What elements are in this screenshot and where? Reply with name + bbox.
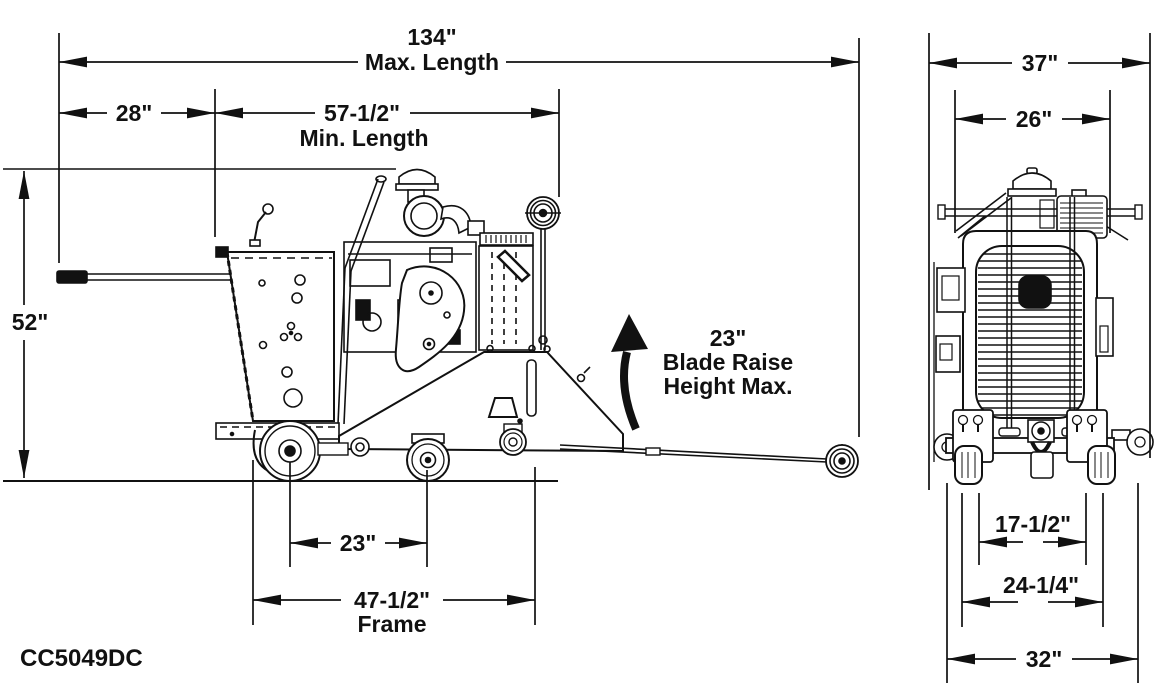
- dim-overall-width-value: 37": [1022, 50, 1059, 76]
- dim-frame-length: 47-1/2" Frame: [253, 587, 535, 637]
- raised-guide-wheel: [525, 196, 561, 350]
- side-view-drawing: [3, 168, 859, 482]
- right-bracket: [1095, 297, 1154, 456]
- dim-outer-wheel-track: 24-1/4": [962, 572, 1103, 608]
- dimension-lines: 134" Max. Length 28" 57-1/2" Min. Length…: [8, 24, 1151, 683]
- rear-wheel: [252, 420, 321, 482]
- blade-raise-arrow-icon: [611, 314, 648, 431]
- front-pointer-rod: [56, 270, 232, 284]
- radiator-side: [478, 232, 534, 351]
- dim-min-length-value: 57-1/2": [324, 100, 400, 126]
- rear-pointer-bar: [559, 444, 859, 478]
- idler-wheel: [317, 437, 370, 457]
- dim-wheel-spacing-value: 23": [340, 530, 377, 556]
- dim-max-length-label: Max. Length: [365, 49, 499, 75]
- dim-inner-wheel-track-value: 17-1/2": [995, 511, 1071, 537]
- blade-raise-annotation: 23" Blade Raise Height Max.: [663, 325, 793, 399]
- dim-max-length-value: 134": [407, 24, 456, 50]
- dim-height-value: 52": [12, 309, 49, 335]
- dim-handlebar-width-value: 26": [1016, 106, 1053, 132]
- model-label: CC5049DC: [20, 645, 143, 672]
- front-caster-wheel: [406, 433, 450, 482]
- dim-max-length: 134" Max. Length: [59, 24, 859, 76]
- rear-handlebar-tubes: [998, 197, 1084, 437]
- dim-inner-wheel-track: 17-1/2": [979, 511, 1086, 548]
- dim-front-offset: 28": [59, 100, 215, 126]
- radiator-grille: [975, 245, 1085, 419]
- blade-raise-label2: Height Max.: [663, 373, 792, 399]
- water-valve-lever: [249, 203, 274, 247]
- rear-air-cleaner: [1007, 167, 1057, 197]
- dim-outer-wheel-track-value: 24-1/4": [1003, 572, 1079, 598]
- dim-base-width-value: 32": [1026, 646, 1063, 672]
- frame-plate: [338, 344, 624, 453]
- frame-guide-wheel: [499, 423, 527, 456]
- dim-base-width: 32": [947, 646, 1138, 672]
- dim-frame-length-label: Frame: [357, 611, 426, 637]
- dim-frame-length-value: 47-1/2": [354, 587, 430, 613]
- dim-min-length: 57-1/2" Min. Length: [215, 100, 559, 151]
- blade-raise-value: 23": [710, 325, 747, 351]
- dim-wheel-spacing: 23": [290, 530, 427, 556]
- dim-handlebar-width: 26": [955, 106, 1110, 132]
- extension-lines: [58, 33, 1151, 683]
- dim-height: 52": [8, 171, 54, 478]
- dim-front-offset-value: 28": [116, 100, 153, 126]
- belt-guard-plate: [394, 265, 466, 373]
- dim-min-length-label: Min. Length: [299, 125, 428, 151]
- blade-guard: [215, 246, 335, 422]
- grille-center-cap: [1018, 275, 1052, 309]
- dim-overall-width: 37": [929, 50, 1150, 76]
- rear-wheels: [954, 445, 1116, 485]
- turbo-housing: [403, 195, 485, 237]
- rear-view-drawing: [933, 167, 1154, 485]
- blade-raise-label1: Blade Raise: [663, 349, 793, 375]
